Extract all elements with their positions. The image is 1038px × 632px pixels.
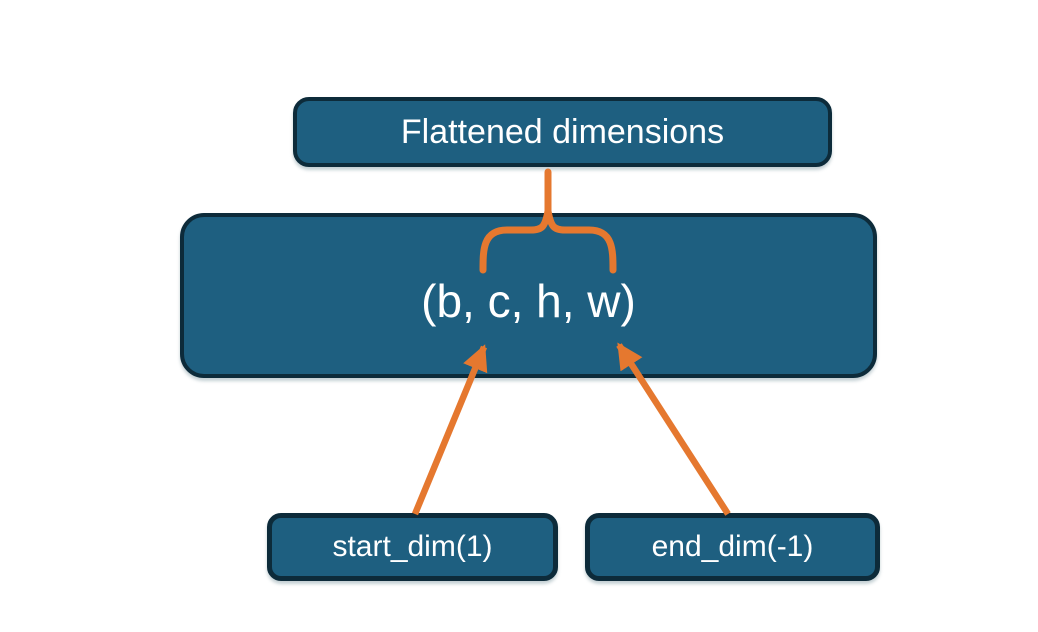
flattened-dimensions-box: Flattened dimensions	[293, 97, 832, 167]
tensor-shape-label: (b, c, h, w)	[421, 274, 636, 327]
start-dim-box: start_dim(1)	[267, 513, 558, 581]
start-dim-label: start_dim(1)	[332, 530, 493, 563]
flattened-dimensions-label: Flattened dimensions	[400, 112, 725, 151]
end-dim-box: end_dim(-1)	[585, 513, 880, 581]
end-dim-label: end_dim(-1)	[651, 530, 814, 563]
tensor-shape-box: (b, c, h, w)	[180, 213, 877, 378]
